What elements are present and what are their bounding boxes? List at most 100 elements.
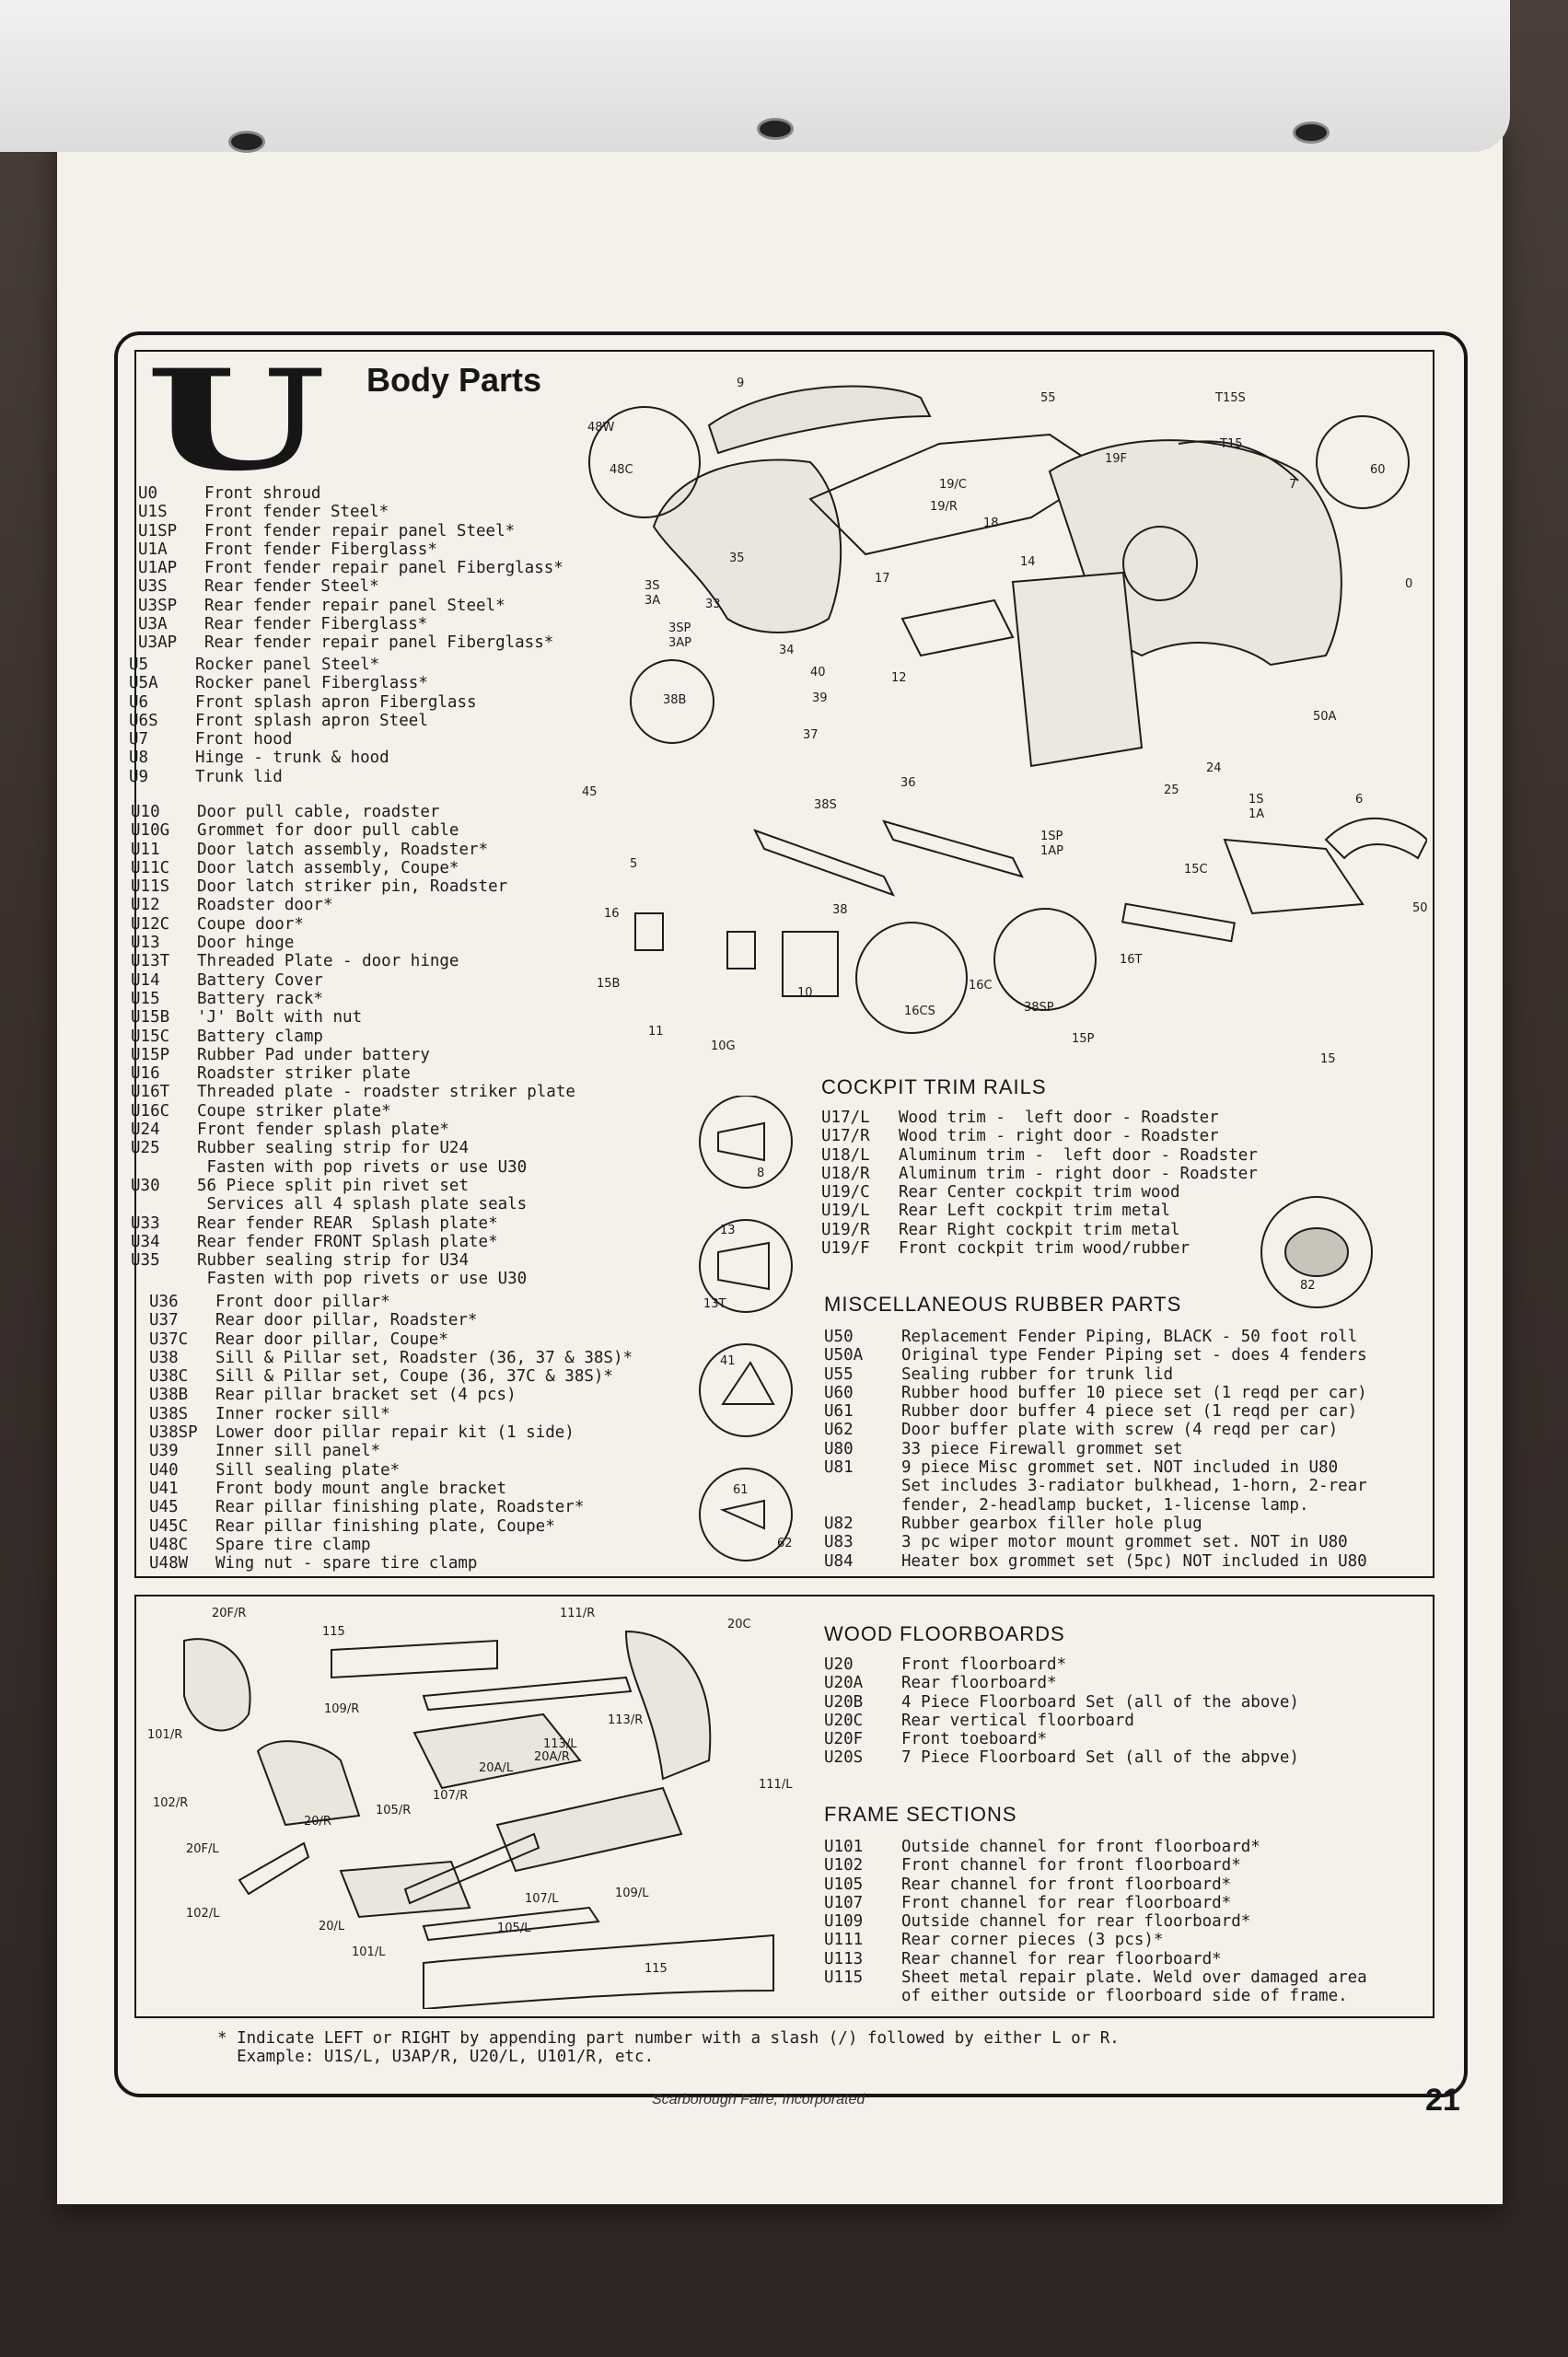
part-description: Front splash apron Steel [195,711,428,730]
callout-label: 19/R [930,500,958,514]
callout-label: 34 [779,644,795,657]
part-code: U8 [129,749,149,768]
callout-label: 3SP [668,621,691,635]
part-description: Door latch striker pin, Roadster [197,877,508,897]
floorboard-diagram: 20F/R115111/R20C109/R113/R101/R113/L20A/… [147,1607,793,2009]
part-description: Rocker panel Fiberglass* [195,674,428,693]
part-code: U11C [131,858,170,877]
part-description: Hinge - trunk & hood [195,749,389,768]
callout-label: 16C [969,979,993,993]
part-description: Front fender Fiberglass* [204,540,437,559]
callout-label: 1S [1249,793,1264,807]
part-description: Front fender repair panel Fiberglass* [204,559,563,578]
part-code: U19/R [821,1220,870,1239]
callout-label: 101/R [147,1728,182,1742]
part-code: U18/R [821,1164,870,1183]
part-code: U41 [149,1479,179,1498]
part-description: Roadster striker plate [197,1064,411,1084]
part-code: U101 [824,1838,864,1856]
part-description: Rear floorboard* [901,1674,1057,1693]
part-code: U17/R [821,1127,870,1146]
part-description: Threaded Plate - door hinge [197,952,459,971]
part-description: Door hinge [197,934,295,953]
part-row: Fasten with pop rivets or use U30 [131,1270,575,1288]
part-description: fender, 2-headlamp bucket, 1-license lam… [901,1495,1309,1515]
part-code: U61 [824,1402,854,1422]
callout-label: 3S [645,579,660,593]
part-description: 9 piece Misc grommet set. NOT included i… [901,1458,1339,1478]
part-code: U15 [131,989,160,1008]
callout-label: 37 [803,728,819,742]
part-code: U83 [824,1533,854,1552]
page-frame [114,331,1468,2097]
part-description: Heater box grommet set (5pc) NOT include… [901,1551,1367,1571]
part-code: U33 [131,1213,160,1233]
part-description: Door latch assembly, Roadster* [197,840,489,859]
callout-label: 82 [1300,1279,1316,1293]
part-code: U5 [129,656,149,674]
footnote-line-1: * Indicate LEFT or RIGHT by appending pa… [217,2029,1120,2048]
callout-label: 19/C [939,478,967,492]
callout-label: 14 [1020,555,1036,569]
part-description: Sheet metal repair plate. Weld over dama… [901,1968,1367,1988]
part-code: U3SP [138,596,178,615]
callout-label: 1AP [1040,844,1063,858]
callout-label: 20/L [319,1920,345,1933]
part-code: U12C [131,914,170,934]
part-description: Lower door pillar repair kit (1 side) [215,1423,575,1443]
part-description: Battery Cover [197,970,323,990]
part-description: Front door pillar* [215,1293,390,1311]
part-description: Sill & Pillar set, Roadster (36, 37 & 38… [215,1348,633,1367]
part-code: U45C [149,1516,189,1536]
part-code: U30 [131,1176,160,1195]
callout-label: 109/L [615,1887,649,1900]
part-description: Fasten with pop rivets or use U30 [197,1270,528,1289]
part-row: U33 Rear fender REAR Splash plate* [131,1214,575,1233]
part-description: Rubber sealing strip for U24 [197,1139,470,1158]
callout-label: 36 [900,776,916,790]
callout-label: 35 [729,552,745,565]
part-description: Rear fender REAR Splash plate* [197,1213,498,1233]
part-code: U19/F [821,1239,870,1259]
part-description: Inner rocker sill* [215,1404,390,1423]
part-code: U37 [149,1311,179,1330]
part-code: U48C [149,1535,189,1554]
callout-label: 16CS [904,1004,935,1018]
part-description: Door buffer plate with screw (4 reqd per… [901,1421,1339,1440]
callout-label: 20A/R [534,1750,570,1764]
part-description: Wood trim - left door - Roadster [899,1109,1219,1127]
part-description: 56 Piece split pin rivet set [197,1176,470,1195]
part-description: Front splash apron Fiberglass [195,692,477,712]
callout-label: 113/L [543,1737,577,1751]
callout-label: 15P [1072,1032,1095,1046]
frame-section-title: FRAME SECTIONS [824,1803,1017,1826]
part-code: U55 [824,1364,854,1384]
part-code: U35 [131,1251,160,1271]
